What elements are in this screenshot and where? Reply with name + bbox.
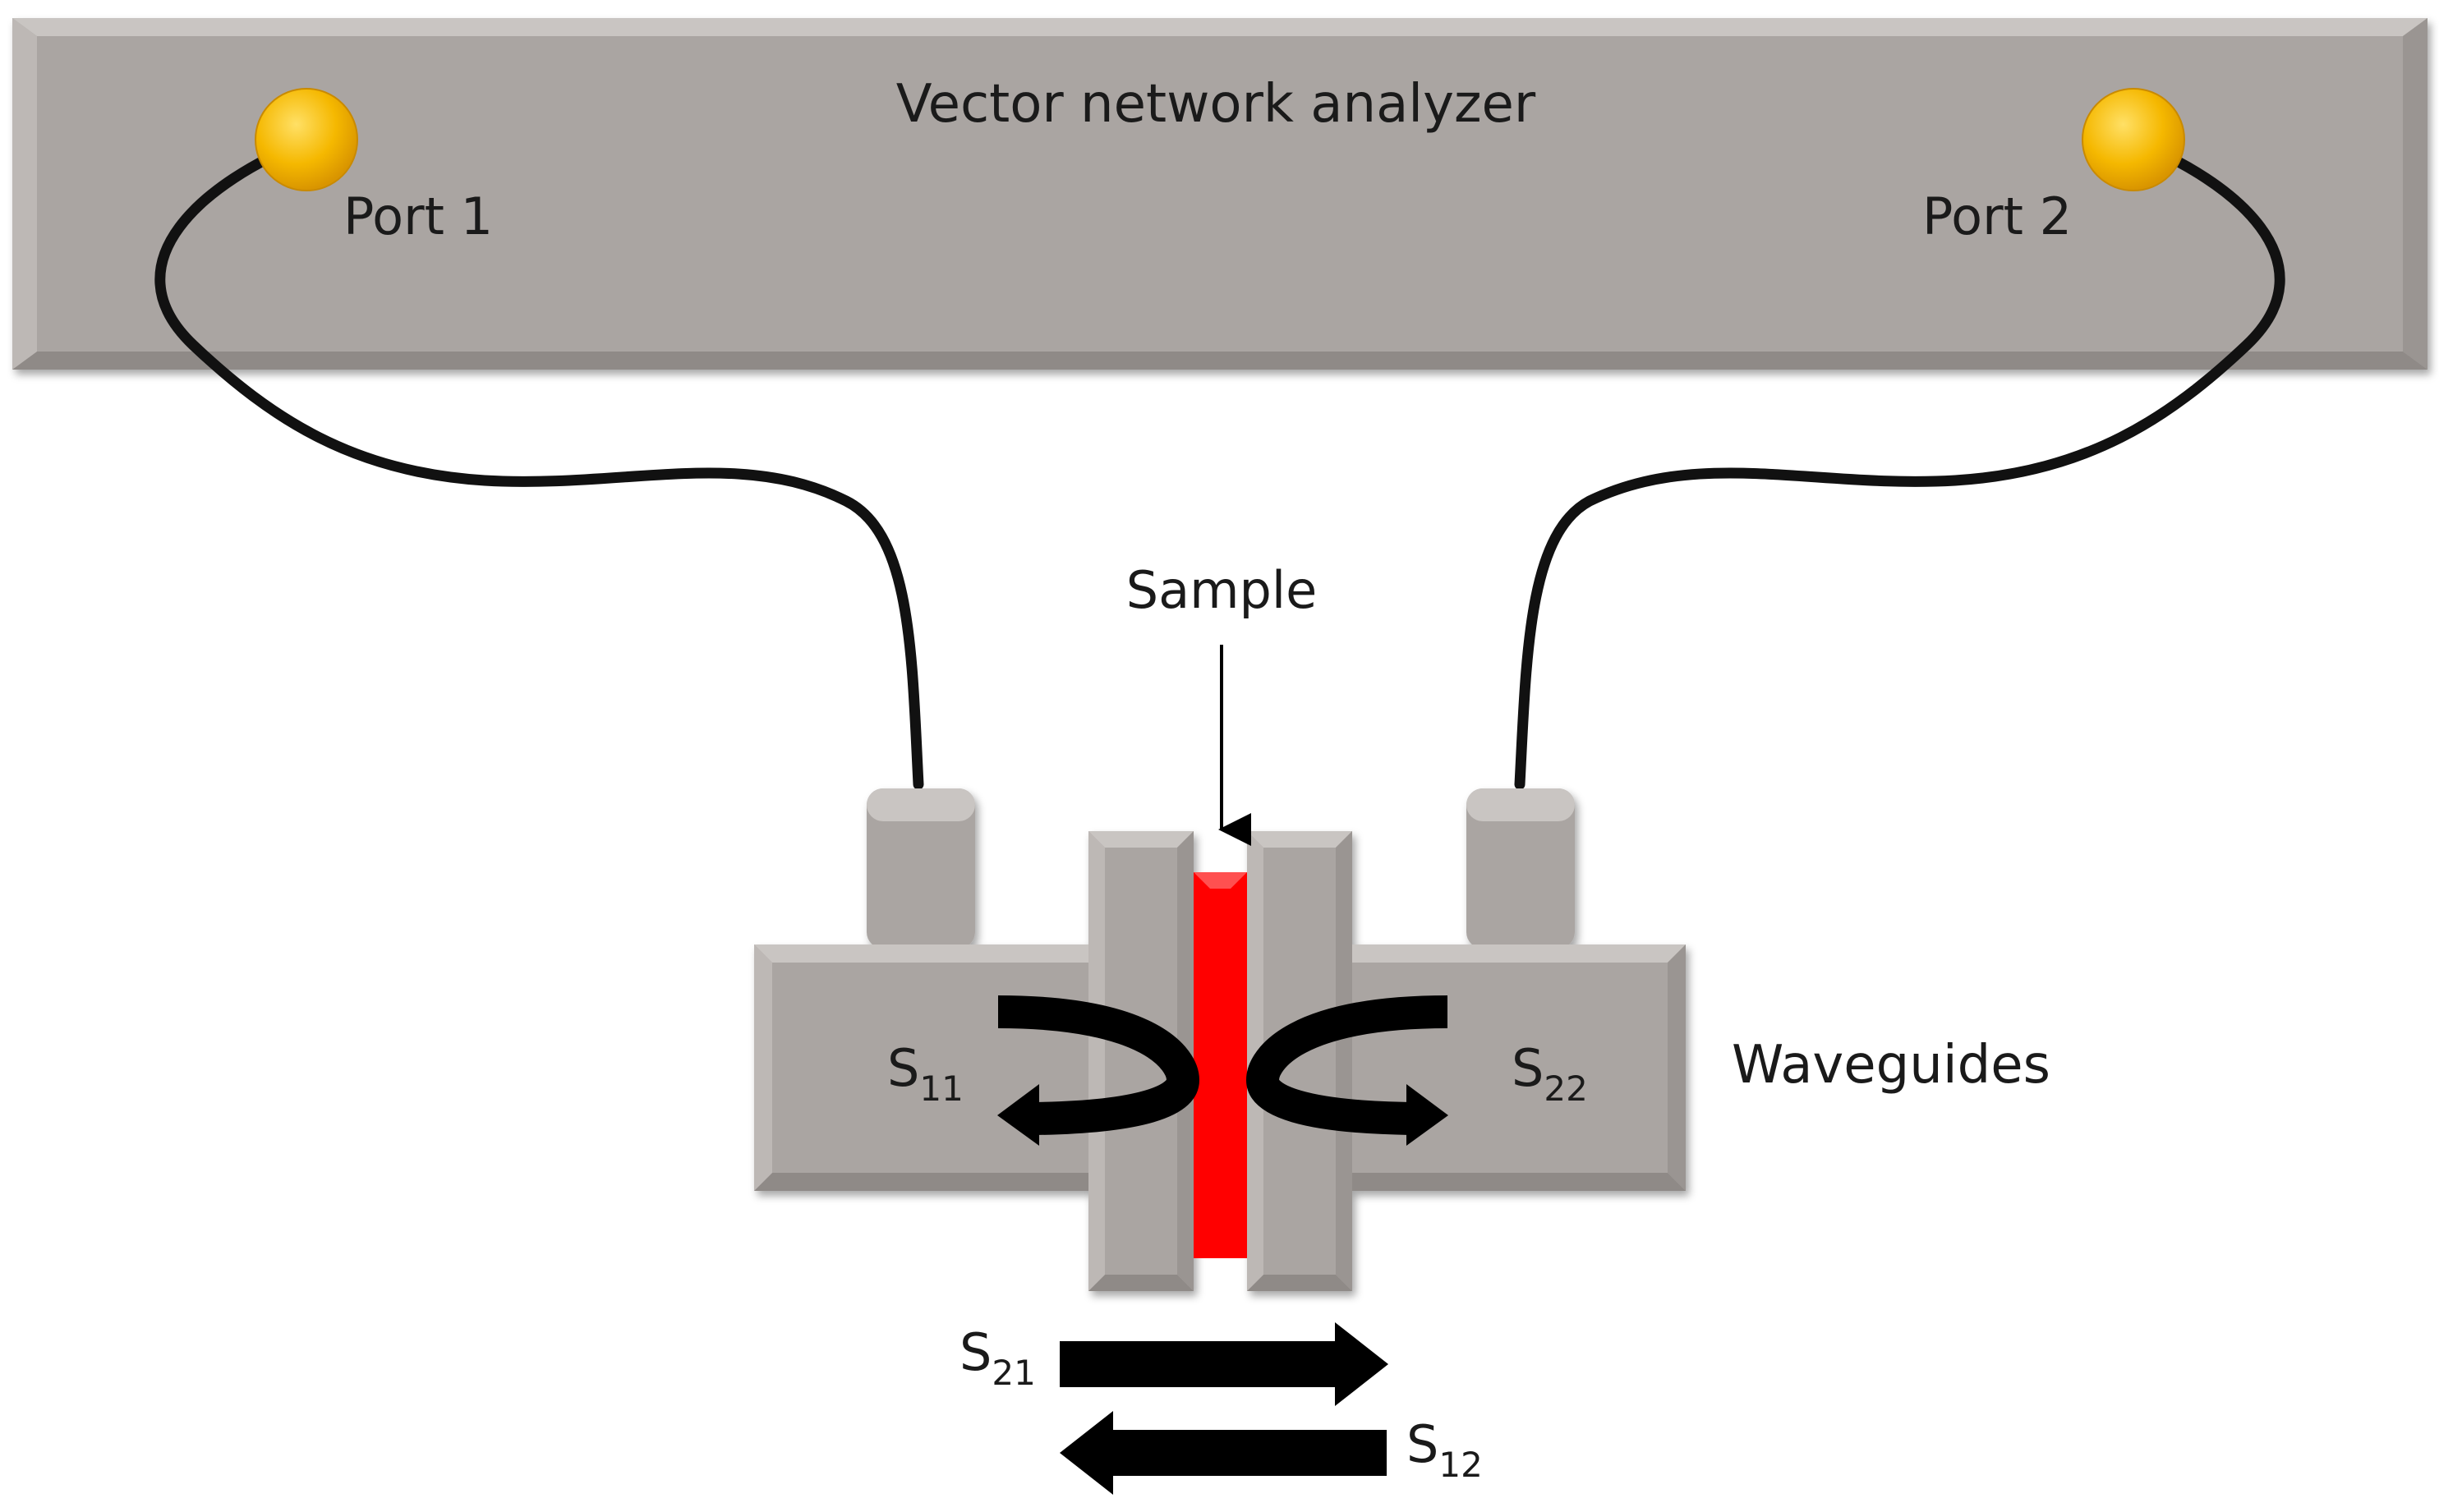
s22-label: S22 — [1512, 1038, 1588, 1109]
s12-base: S — [1406, 1414, 1438, 1474]
port1-connector — [255, 88, 358, 191]
s21-sub: 21 — [992, 1353, 1035, 1393]
sample-slab — [1194, 872, 1247, 1258]
s22-reflection-arrow — [1245, 995, 1448, 1146]
s21-transmission-arrow — [1060, 1322, 1388, 1406]
port1-label: Port 1 — [343, 186, 493, 246]
analyzer-title: Vector network analyzer — [896, 74, 1536, 135]
waveguides-label: Waveguides — [1732, 1035, 2050, 1096]
s22-sub: 22 — [1544, 1069, 1587, 1109]
s12-transmission-arrow — [1060, 1411, 1387, 1495]
s21-label: S21 — [959, 1322, 1036, 1393]
s11-reflection-arrow — [997, 995, 1200, 1146]
cable-port1 — [154, 136, 924, 790]
s11-sub: 11 — [919, 1069, 963, 1109]
port2-label: Port 2 — [1922, 186, 2072, 246]
s11-label: S11 — [887, 1038, 964, 1109]
left-waveguide — [754, 788, 1194, 1291]
s12-label: S12 — [1406, 1414, 1483, 1485]
s12-sub: 12 — [1438, 1445, 1482, 1485]
port2-connector — [2082, 88, 2185, 191]
s11-base: S — [887, 1038, 919, 1098]
network-analyzer-box — [12, 18, 2427, 370]
s22-base: S — [1512, 1038, 1544, 1098]
sample-label: Sample — [1126, 560, 1317, 620]
cable-port2 — [1514, 136, 2285, 790]
s21-base: S — [959, 1322, 992, 1382]
